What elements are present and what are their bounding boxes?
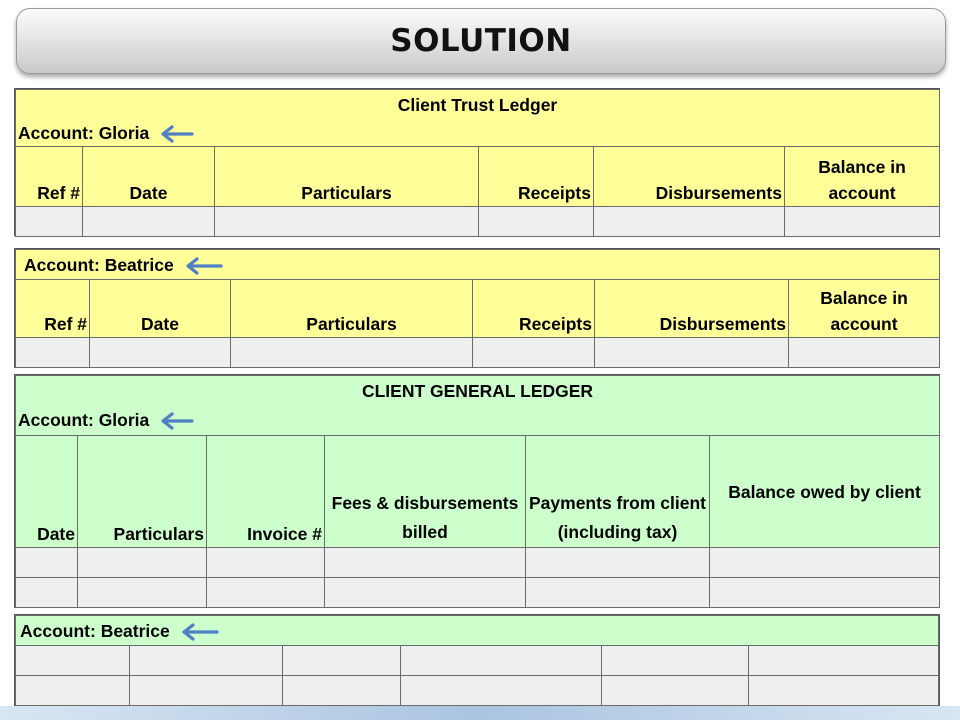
trust-ledger-title: Client Trust Ledger <box>397 95 558 115</box>
account-label-gloria: Account: Gloria <box>18 123 150 143</box>
col-ref: Ref # <box>15 146 83 207</box>
table-row <box>15 206 941 237</box>
blank-cell <box>14 645 131 676</box>
trust-ledger-gloria: Client Trust Ledger Account: Gloria Ref … <box>14 88 941 237</box>
blank-cell <box>472 337 595 368</box>
col-balance-owed: Balance owed by client <box>708 435 941 548</box>
general-ledger-beatrice: Account: Beatrice <box>14 614 940 706</box>
blank-cell <box>281 645 402 676</box>
col-ref: Ref # <box>15 279 90 338</box>
col-particulars: Particulars <box>230 279 473 338</box>
blank-cell <box>89 337 231 368</box>
trust-ledger-gloria-column-headers: Ref # Date Particulars Receipts Disburse… <box>15 146 941 207</box>
trust-ledger-beatrice-column-headers: Ref # Date Particulars Receipts Disburse… <box>15 279 941 338</box>
general-ledger-gloria: CLIENT GENERAL LEDGER Account: Gloria Da… <box>14 374 941 608</box>
trust-ledger-beatrice: Account: Beatrice Ref # Date Particulars… <box>14 248 941 368</box>
account-label-gloria: Account: Gloria <box>18 410 150 430</box>
table-row <box>15 337 941 368</box>
blank-cell <box>593 206 785 237</box>
blank-cell <box>129 675 283 706</box>
blank-cell <box>708 547 941 578</box>
blank-cell <box>15 337 90 368</box>
col-particulars: Particulars <box>214 146 479 207</box>
blank-cell <box>82 206 215 237</box>
blank-cell <box>15 547 78 578</box>
title-bar: SOLUTION <box>16 8 946 74</box>
col-payments: Payments from client (including tax) <box>525 435 710 548</box>
blank-cell <box>214 206 479 237</box>
blank-cell <box>400 645 602 676</box>
account-label-beatrice: Account: Beatrice <box>20 620 170 641</box>
blank-cell <box>400 675 602 706</box>
blank-cell <box>748 675 939 706</box>
col-fees-billed: Fees & disbursements billed <box>324 435 526 548</box>
general-ledger-gloria-header: CLIENT GENERAL LEDGER Account: Gloria <box>14 375 941 436</box>
general-ledger-gloria-column-headers: Date Particulars Invoice # Fees & disbur… <box>15 435 941 548</box>
col-particulars: Particulars <box>77 435 207 548</box>
blank-cell <box>206 547 325 578</box>
blank-cell <box>129 645 283 676</box>
col-balance: Balance in account <box>787 279 941 338</box>
blank-cell <box>206 577 325 608</box>
trust-ledger-gloria-header: Client Trust Ledger Account: Gloria <box>14 89 941 147</box>
trust-ledger-beatrice-header: Account: Beatrice <box>14 249 941 280</box>
blank-cell <box>324 577 526 608</box>
blank-cell <box>15 577 78 608</box>
general-ledger-title: CLIENT GENERAL LEDGER <box>361 381 594 401</box>
arrow-left-icon <box>186 257 223 275</box>
blank-cell <box>525 547 710 578</box>
col-disbursements: Disbursements <box>593 146 785 207</box>
col-invoice: Invoice # <box>206 435 325 548</box>
blank-cell <box>708 577 941 608</box>
blank-cell <box>600 675 750 706</box>
col-date: Date <box>82 146 215 207</box>
col-date: Date <box>89 279 231 338</box>
table-row <box>14 645 939 676</box>
col-receipts: Receipts <box>472 279 595 338</box>
blank-cell <box>14 675 131 706</box>
blank-cell <box>525 577 710 608</box>
general-ledger-beatrice-header: Account: Beatrice <box>15 615 939 646</box>
table-row <box>14 675 939 706</box>
blank-cell <box>478 206 594 237</box>
blank-cell <box>783 206 941 237</box>
col-receipts: Receipts <box>478 146 594 207</box>
blank-cell <box>787 337 941 368</box>
arrow-left-icon <box>161 412 194 430</box>
slide-title: SOLUTION <box>390 23 572 59</box>
blank-cell <box>594 337 789 368</box>
arrow-left-icon <box>182 623 219 641</box>
blank-cell <box>281 675 402 706</box>
table-row <box>15 547 941 578</box>
table-row <box>15 577 941 608</box>
blank-cell <box>230 337 473 368</box>
blank-cell <box>600 645 750 676</box>
account-label-beatrice: Account: Beatrice <box>24 254 174 275</box>
blank-cell <box>15 206 83 237</box>
blank-cell <box>77 577 207 608</box>
blank-cell <box>748 645 939 676</box>
col-disbursements: Disbursements <box>594 279 789 338</box>
col-balance: Balance in account <box>783 146 941 207</box>
col-date: Date <box>15 435 78 548</box>
blank-cell <box>324 547 526 578</box>
blank-cell <box>77 547 207 578</box>
footer-strip <box>0 706 960 720</box>
arrow-left-icon <box>161 125 194 143</box>
